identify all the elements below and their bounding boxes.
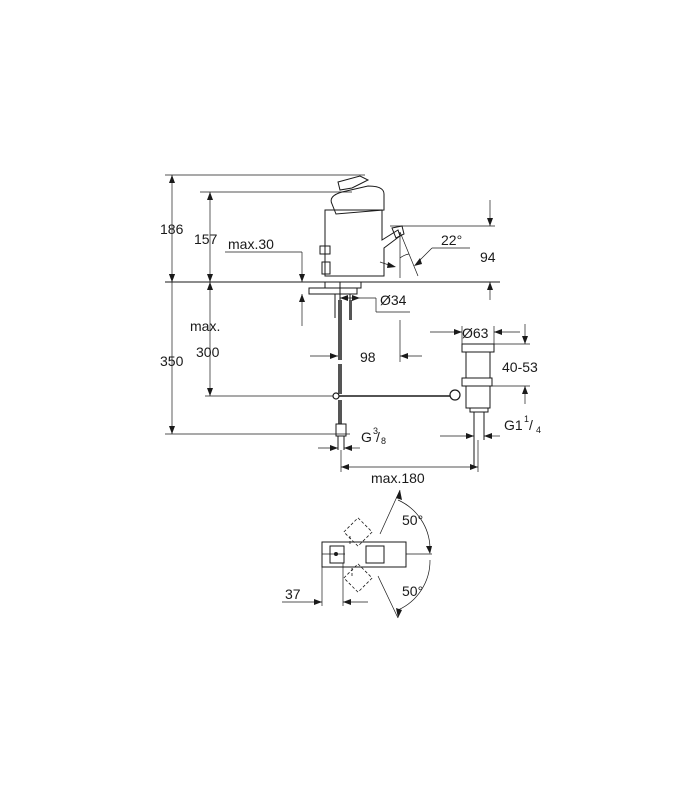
dim-dia63: Ø63 — [462, 325, 489, 341]
dim-g114-slash: / — [529, 417, 533, 433]
dim-g38: G — [361, 429, 372, 445]
dim-50-degrees-bottom: 50° — [402, 583, 423, 599]
dim-g38-num: 3 — [373, 426, 378, 436]
dim-g114-main: G1 — [504, 417, 523, 433]
dim-g38-main: G — [361, 429, 372, 445]
dim-186: 186 — [160, 221, 184, 237]
dim-dia34: Ø34 — [380, 292, 407, 308]
dimension-lines-right — [310, 200, 530, 472]
popup-waste — [449, 343, 495, 468]
dim-max30: max.30 — [228, 236, 274, 252]
dimension-lines-left — [165, 175, 350, 435]
dim-300: 300 — [196, 344, 220, 360]
dim-37: 37 — [285, 586, 301, 602]
dim-max180: max.180 — [371, 470, 425, 486]
dim-g38-slash: / — [376, 429, 380, 445]
dim-g114-num: 1 — [524, 414, 529, 424]
dim-max300-label: max. — [190, 318, 220, 334]
dim-94: 94 — [480, 249, 496, 265]
dim-157: 157 — [194, 231, 218, 247]
dim-350: 350 — [160, 353, 184, 369]
dim-98: 98 — [360, 349, 376, 365]
dim-g114: G1 — [504, 417, 523, 433]
dim-40-53: 40-53 — [502, 359, 538, 375]
dim-50-degrees-top: 50° — [402, 512, 423, 528]
dim-g114-den: 4 — [536, 425, 541, 435]
dim-22-degrees: 22° — [441, 232, 462, 248]
dim-g38-den: 8 — [381, 436, 386, 446]
faucet-top-view — [282, 489, 432, 619]
faucet-side-view — [165, 174, 419, 278]
